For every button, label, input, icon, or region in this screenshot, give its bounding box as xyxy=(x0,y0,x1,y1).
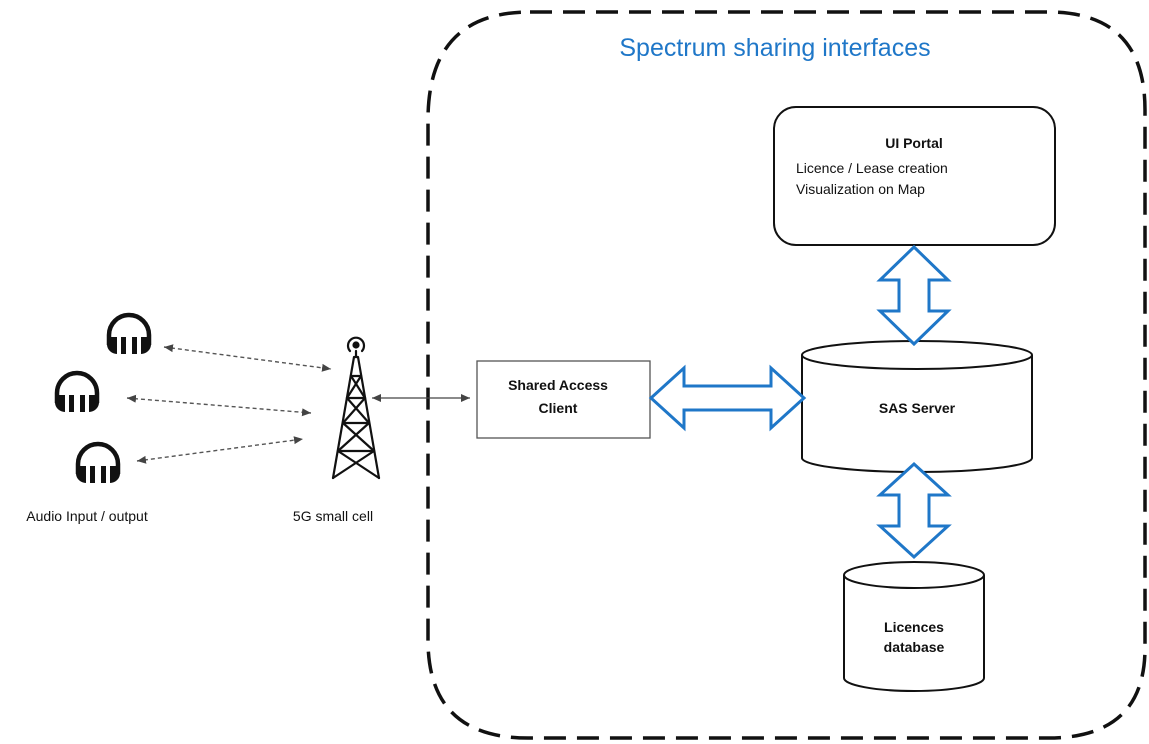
ui-portal-line-1: Licence / Lease creation xyxy=(796,160,948,176)
sas-server-label: SAS Server xyxy=(879,400,956,416)
shared-access-client-line-1: Shared Access xyxy=(508,377,608,393)
small-cell-label: 5G small cell xyxy=(293,508,373,524)
headphones-icon xyxy=(106,312,152,355)
cell-tower-icon xyxy=(331,336,381,480)
headphone-link-1 xyxy=(163,344,332,372)
ui-portal-line-2: Visualization on Map xyxy=(796,181,925,197)
licences-database-line-2: database xyxy=(884,639,945,655)
headphone-link-2 xyxy=(126,394,312,417)
shared-access-client-box xyxy=(476,360,651,439)
licences-database-line-1: Licences xyxy=(884,619,944,635)
client-sas-double-arrow xyxy=(648,364,807,432)
headphones-icon xyxy=(75,441,121,484)
portal-sas-double-arrow xyxy=(876,244,952,347)
headphone-link-3 xyxy=(136,436,304,464)
ui-portal-box xyxy=(773,106,1056,246)
audio-devices-label: Audio Input / output xyxy=(26,508,148,524)
licences-database-cylinder xyxy=(843,561,985,692)
sas-database-double-arrow xyxy=(876,461,952,560)
diagram-title: Spectrum sharing interfaces xyxy=(619,34,930,62)
spectrum-sharing-boundary xyxy=(426,10,1147,740)
headphones-icon xyxy=(54,370,100,413)
ui-portal-title: UI Portal xyxy=(885,135,943,151)
shared-access-client-line-2: Client xyxy=(539,400,578,416)
